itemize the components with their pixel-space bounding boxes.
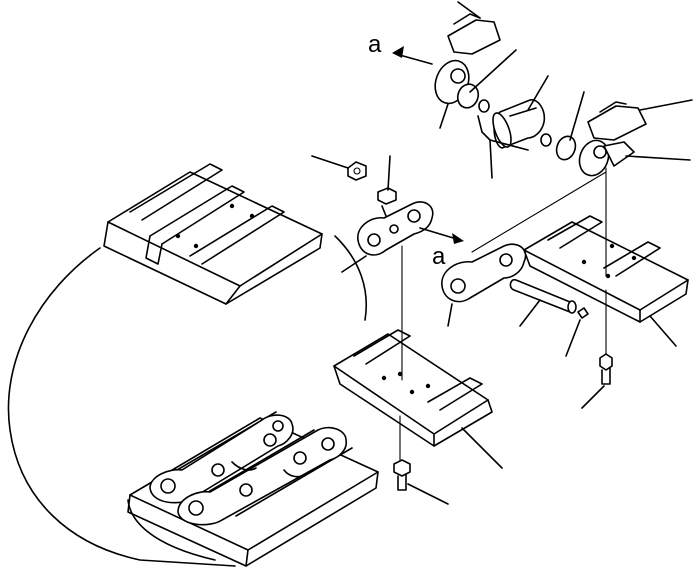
track-chain-assembly (127, 411, 379, 567)
label-a-mid-group: a (419, 227, 464, 270)
upper-right-bracket (578, 99, 693, 177)
bolt-lower (393, 459, 449, 505)
nut-and-bolt (311, 155, 397, 217)
upper-pin-assembly (434, 1, 585, 179)
link-center (341, 201, 434, 273)
track-shoe-upper (103, 163, 323, 305)
link-right (441, 243, 527, 327)
bolt-right (581, 353, 613, 409)
track-shoe-lower (333, 329, 503, 469)
label-a-top-group: a (368, 31, 433, 65)
label-a-top: a (368, 31, 382, 58)
pin-assembly (509, 278, 589, 357)
label-a-mid: a (432, 243, 446, 270)
